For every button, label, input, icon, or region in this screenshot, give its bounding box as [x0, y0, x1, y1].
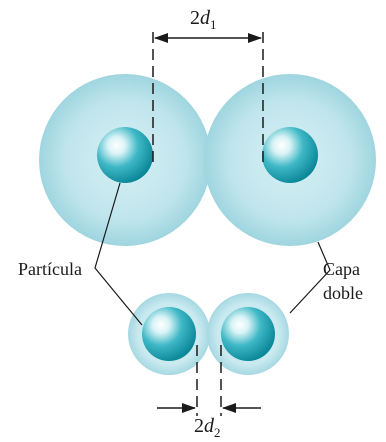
arrowhead-left-icon	[154, 33, 168, 43]
arrowhead-bottom-left-pointing-icon	[222, 403, 236, 413]
double-layer-label-line1: Capa	[323, 259, 360, 279]
bottom-dimension-label: 2d2	[194, 415, 221, 440]
arrowhead-right-icon	[248, 33, 262, 43]
arrowhead-bottom-right-pointing-icon	[182, 403, 196, 413]
top-dimension-label: 2d1	[190, 7, 217, 32]
double-layer-label-line2: doble	[323, 283, 363, 303]
particle-bottom-left	[142, 307, 196, 361]
particle-bottom-right	[221, 307, 275, 361]
particle-label: Partícula	[18, 259, 82, 279]
particle-right	[262, 127, 318, 183]
particle-left	[97, 127, 153, 183]
